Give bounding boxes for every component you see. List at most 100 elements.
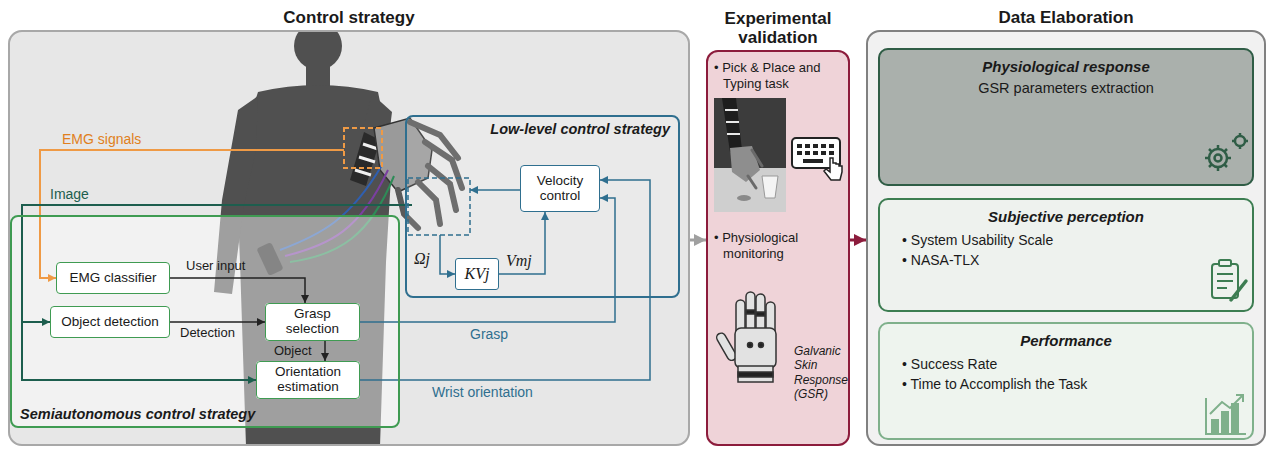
gsr-glove-icon-part [738, 366, 773, 382]
box-ground [265, 303, 360, 341]
text-slot: EMG signals [62, 131, 141, 147]
edge-label: Wrist orientation [432, 384, 533, 400]
box-ground [706, 50, 850, 446]
hand-region [408, 178, 470, 235]
box-label: Object detection [61, 315, 159, 330]
chart-icon-part [1236, 395, 1243, 402]
text-slot: Low-level control strategy [490, 121, 670, 138]
chart-icon [1206, 395, 1246, 434]
process-box: Grasp selection [265, 303, 360, 341]
connector-arrow [499, 212, 545, 274]
gear-icon [1205, 133, 1248, 171]
connector-arrow [170, 278, 305, 303]
text-slot: Performance [880, 332, 1252, 349]
bullet-text: • Success Rate [902, 356, 997, 372]
edge-label: Detection [180, 326, 235, 341]
category-box: Physiological responseGSR parameters ext… [878, 48, 1254, 186]
experiment-photo-part [762, 176, 778, 198]
box-label: Orientation estimation [262, 365, 354, 395]
clipboard-icon-part [1217, 274, 1233, 288]
signal-label: EMG signals [62, 131, 141, 147]
box-label: Velocity control [526, 174, 594, 204]
gear-icon-part [1215, 155, 1222, 162]
emg-wire [40, 150, 344, 278]
region-title: Semiautonomous control strategy [20, 406, 255, 423]
box-ground [878, 322, 1254, 440]
box-ground [455, 258, 499, 290]
box-ground [50, 306, 170, 338]
gear-icon-part [1232, 133, 1248, 149]
experiment-photo-part [748, 150, 762, 188]
category-title: Performance [880, 332, 1252, 349]
category-item: GSR parameters extraction [880, 80, 1252, 97]
experiment-photo [714, 98, 786, 212]
experiment-photo-part [737, 195, 751, 201]
feedback-wire [440, 235, 455, 274]
category-title: Physiological response [880, 58, 1252, 75]
panel-title: Data Elaboration [868, 8, 1264, 28]
gear-icon-part [1235, 136, 1245, 146]
keyboard-icon [792, 138, 842, 180]
text-slot: Image [50, 186, 89, 202]
emg-sensor-region [344, 128, 382, 168]
gsr-glove-icon-part [746, 310, 755, 314]
bullet-text: • Time to Accomplish the Task [902, 376, 1087, 392]
clipboard-icon [1212, 260, 1246, 300]
edge-label: Vmj [506, 252, 532, 270]
chart-icon-part [1232, 404, 1238, 434]
clipboard-icon-part [1212, 264, 1238, 298]
text-slot: Experimental validation [708, 9, 848, 48]
box-label: EMG classifier [69, 271, 156, 286]
gsr-glove-icon-part [756, 312, 765, 316]
box-ground [8, 30, 690, 446]
bullet-text: • Pick & Place and Typing task [714, 60, 844, 91]
text-slot: Data Elaboration [868, 8, 1264, 28]
panel-title: Control strategy [10, 8, 688, 28]
gain-box: KVj [455, 258, 499, 290]
chart-icon-part [1210, 396, 1242, 414]
box-grounds [10, 48, 1254, 440]
panel: Velocity controlKVj Low-level control str… [8, 30, 690, 446]
box-ground [405, 115, 680, 298]
connector-arrow [170, 321, 265, 323]
experiment-photo-part [730, 146, 760, 182]
image-wire [22, 321, 50, 323]
socket-stripes [355, 144, 378, 175]
edge-label: Object [274, 344, 312, 359]
gear-icon-part [1205, 145, 1231, 171]
box-ground [10, 215, 400, 428]
text-slot: Detection [180, 326, 235, 341]
clipboard-icon-part [1231, 281, 1246, 300]
category-box: Performance • Success Rate • Time to Accom… [878, 322, 1254, 440]
motor-wire [470, 189, 520, 191]
text-slot: • System Usability Scale [902, 232, 1053, 248]
region-title: Low-level control strategy [490, 121, 670, 138]
gsr-glove-icon [715, 292, 776, 382]
text-slot: Subjective perception [880, 208, 1252, 225]
box-ground [520, 165, 600, 212]
clipboard-icon-part [1219, 260, 1231, 266]
icons [714, 98, 1248, 434]
connector-arrow [360, 180, 650, 380]
bullet-text: • NASA-TLX [902, 252, 979, 268]
edge-label: Grasp [470, 326, 508, 342]
text-slot: Grasp [470, 326, 508, 342]
box-ground [878, 198, 1254, 312]
text-slot: Ωj [414, 250, 430, 268]
edge-label: User input [186, 259, 245, 274]
keyboard-icon-part [824, 158, 842, 180]
text-slot: Object [274, 344, 312, 359]
region-box: Velocity controlKVj Low-level control str… [405, 115, 680, 298]
signal-symbol: Ωj [414, 250, 430, 268]
gsr-glove-icon-part [759, 343, 764, 348]
text-slot: Galvanic Skin Response (GSR) [794, 344, 846, 402]
text-slot: • Pick & Place and Typing task [714, 60, 844, 91]
text-slot: Wrist orientation [432, 384, 533, 400]
category-box: Subjective perception • System Usability … [878, 198, 1254, 312]
box-ground [866, 30, 1266, 446]
connector-arrow [690, 239, 706, 242]
chart-icon-part [1206, 398, 1246, 434]
text-slot: Control strategy [10, 8, 688, 28]
process-box: Object detection [50, 306, 170, 338]
